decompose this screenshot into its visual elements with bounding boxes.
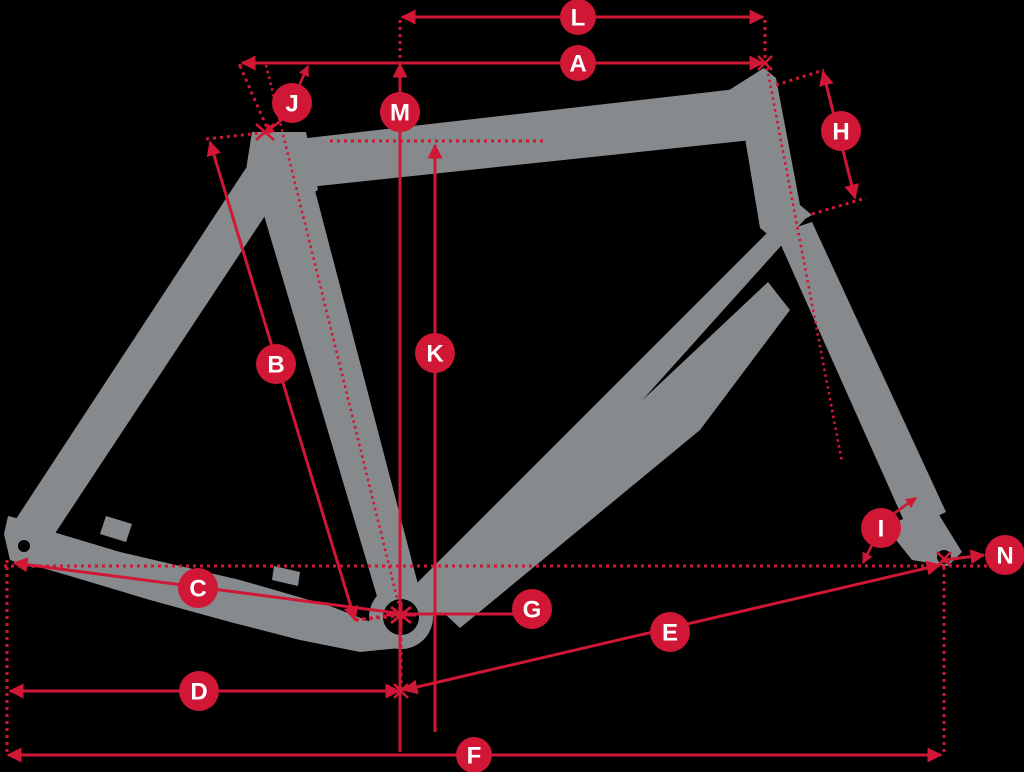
badge-e[interactable]: E [650,612,690,652]
badge-k-circle[interactable] [415,333,455,373]
badge-n-circle[interactable] [985,535,1024,575]
dim-line-j-upper [296,65,310,89]
badge-g-circle[interactable] [512,589,552,629]
head-tube-axis-dotted [764,61,844,463]
badge-k[interactable]: K [415,333,455,373]
bb-center-marker [386,602,416,630]
dim-line-i-lower [861,544,874,564]
badge-l[interactable]: L [560,0,596,35]
seat-top-vertical-dotted [238,65,270,131]
seat-top-marker [255,123,275,141]
badge-h-circle[interactable] [821,111,861,151]
badge-g[interactable]: G [512,589,552,629]
left-dropout-hole [18,540,30,552]
rear-dropout-left [4,516,54,568]
badge-a[interactable]: A [560,45,596,81]
badge-h[interactable]: H [821,111,861,151]
badge-l-circle[interactable] [560,0,596,35]
badge-j-circle[interactable] [272,83,312,123]
badge-i[interactable]: I [861,508,901,548]
chain-stay-right [430,282,790,628]
badge-f[interactable]: F [456,737,492,772]
down-tube [404,218,806,622]
seat-tube-axis-dotted [264,64,404,619]
badge-b[interactable]: B [256,344,296,384]
badge-c-circle[interactable] [178,568,218,608]
badge-a-circle[interactable] [560,45,596,81]
h-upper-tick-dotted [775,68,825,87]
badge-c[interactable]: C [178,568,218,608]
head-top-marker [757,55,773,71]
badge-e-circle[interactable] [650,612,690,652]
badge-b-circle[interactable] [256,344,296,384]
badge-f-circle[interactable] [456,737,492,772]
rear-axle-marker [936,551,952,567]
seat-stay-right [776,222,946,530]
c-bb-tick-dotted [355,614,400,622]
badge-n[interactable]: N [985,535,1024,575]
d-endpoint-marker [393,683,409,699]
badge-m-circle[interactable] [380,92,420,132]
badge-j[interactable]: J [272,83,312,123]
top-tube [274,88,760,196]
badge-d-circle[interactable] [179,671,219,711]
dim-line-i-upper [892,496,917,516]
badge-d[interactable]: D [179,671,219,711]
dim-line-n [943,549,986,565]
badge-m[interactable]: M [380,92,420,132]
seatstay-bridge [100,516,132,542]
badge-i-circle[interactable] [861,508,901,548]
h-lower-tick-dotted [811,196,867,216]
